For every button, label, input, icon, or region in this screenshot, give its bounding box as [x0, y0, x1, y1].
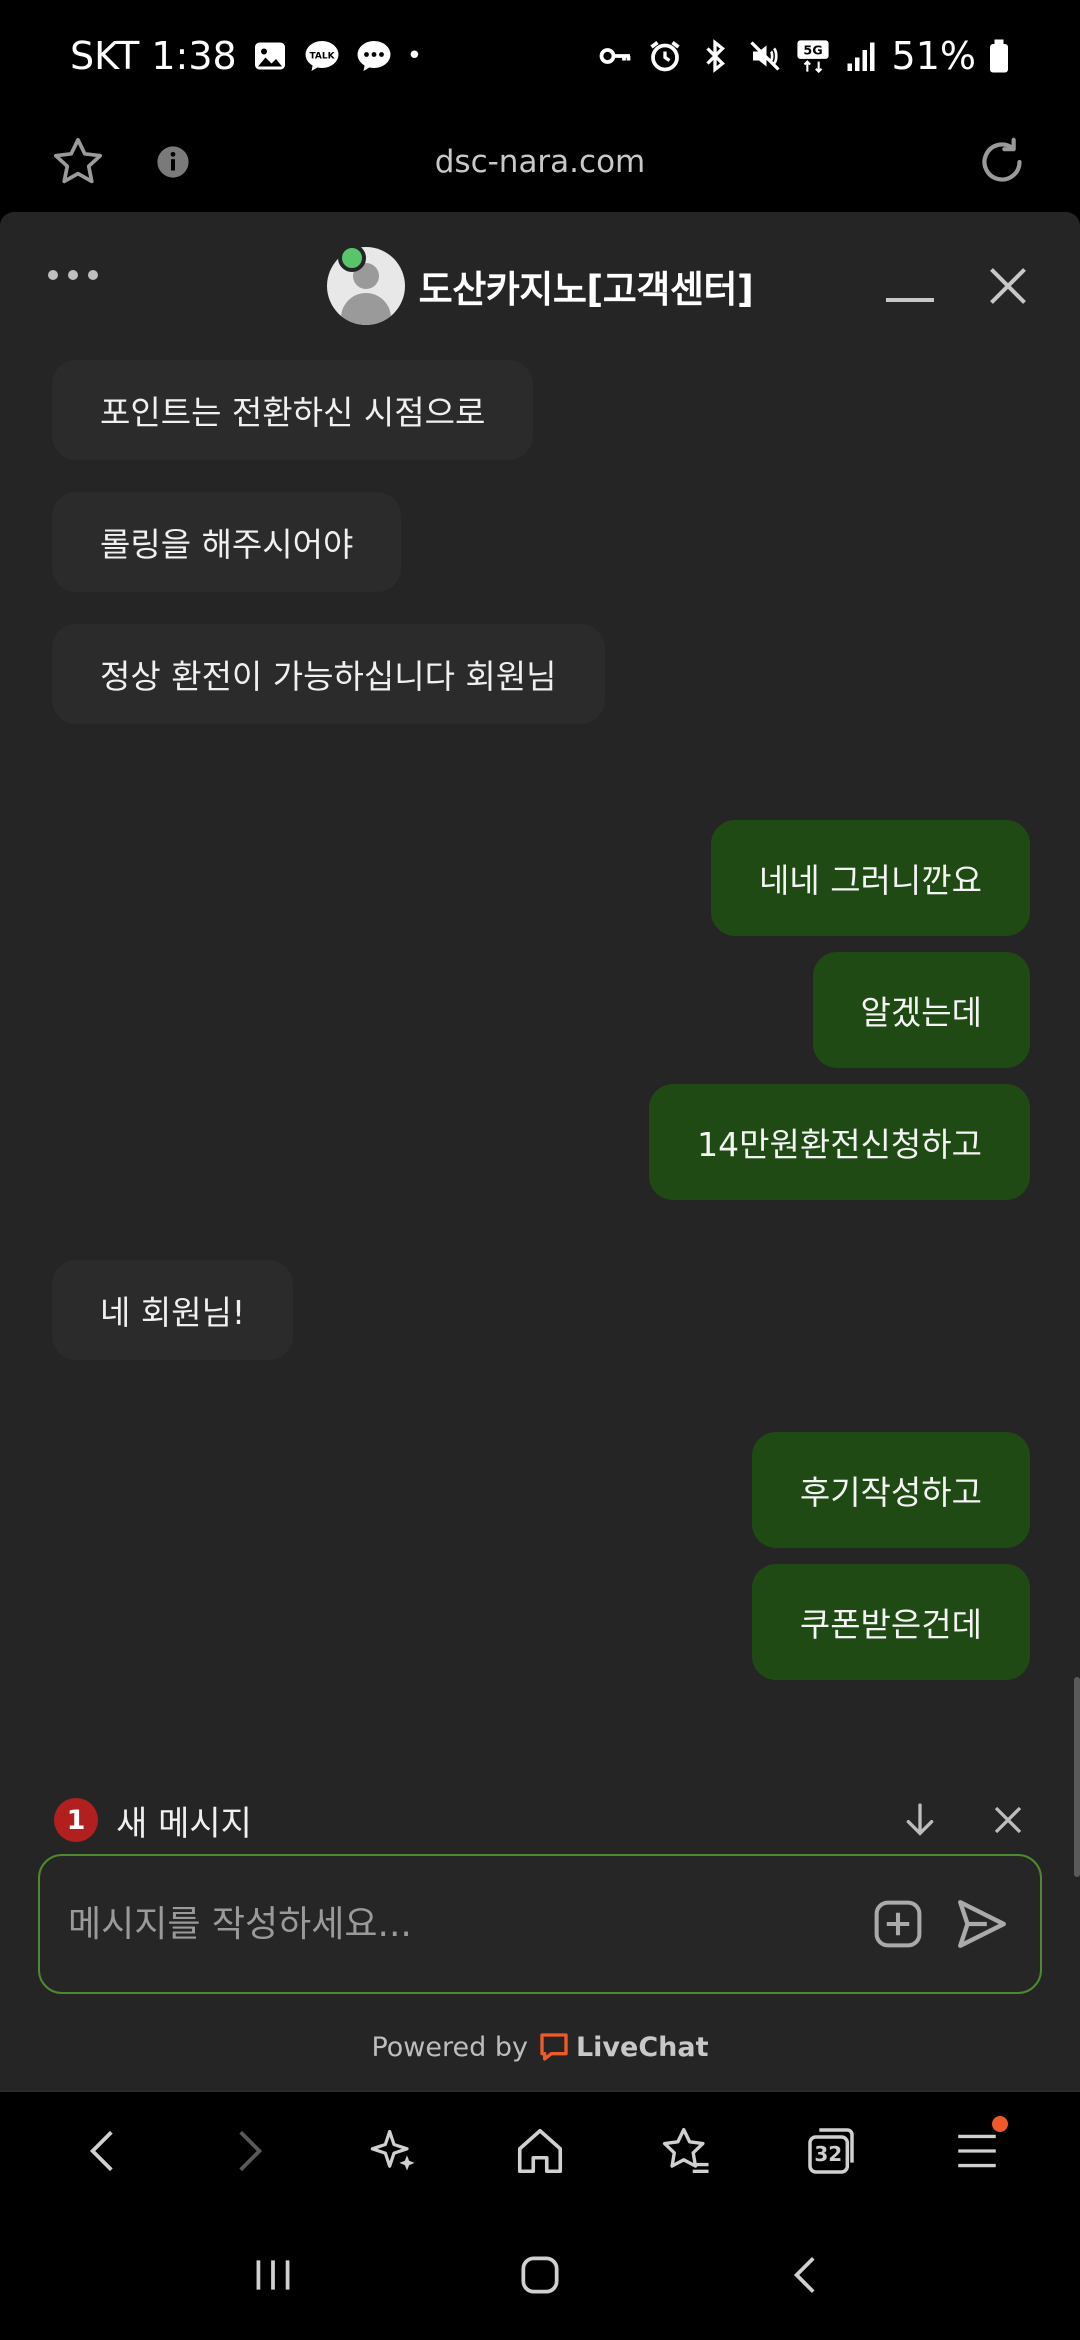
livechat-brand-label: LiveChat — [575, 2031, 709, 2063]
close-icon[interactable] — [986, 264, 1030, 308]
status-dot: • — [406, 41, 423, 71]
agent-name: 도산카지노[고객센터] — [418, 268, 754, 311]
back-button[interactable] — [68, 2116, 138, 2186]
online-status-dot — [338, 244, 366, 272]
battery-icon — [988, 37, 1010, 75]
powered-by-label: Powered by — [371, 2031, 528, 2063]
notification-dot — [992, 2116, 1009, 2132]
arrow-down-icon[interactable] — [900, 1800, 940, 1840]
image-icon — [251, 37, 289, 75]
message-composer — [38, 1854, 1042, 1994]
powered-by[interactable]: Powered by LiveChat — [0, 2022, 1080, 2072]
status-time: SKT 1:38 — [70, 34, 237, 78]
bluetooth-icon — [696, 37, 734, 75]
agent-info: 도산카지노[고객센터] — [326, 247, 754, 325]
message-icon — [355, 37, 393, 75]
svg-text:5G: 5G — [803, 44, 822, 59]
mute-icon — [746, 37, 784, 75]
more-options-icon[interactable] — [48, 270, 98, 280]
hamburger-menu-icon — [958, 2134, 996, 2168]
forward-button[interactable] — [214, 2116, 284, 2186]
tabs-icon — [808, 2128, 855, 2174]
back-nav-icon[interactable] — [782, 2250, 832, 2300]
send-button[interactable] — [952, 1894, 1012, 1954]
message-incoming: 포인트는 전환하신 시점으로 — [52, 360, 534, 460]
sparkle-icon — [370, 2129, 415, 2171]
battery-percent: 51% — [891, 34, 976, 78]
signal-icon — [842, 37, 880, 75]
bookmark-star-icon[interactable] — [50, 134, 106, 190]
kakaotalk-icon: TALK — [303, 37, 341, 75]
add-attachment-icon — [874, 1900, 922, 1948]
scrollbar[interactable] — [1074, 1677, 1080, 1877]
chevron-left-icon — [89, 2130, 113, 2172]
key-icon — [596, 37, 634, 75]
dismiss-icon[interactable] — [990, 1802, 1026, 1838]
svg-text:TALK: TALK — [309, 51, 335, 61]
url-text[interactable]: dsc-nara.com — [434, 144, 646, 180]
reload-icon[interactable] — [974, 134, 1030, 190]
home-nav-icon[interactable] — [515, 2250, 565, 2300]
alarm-icon — [646, 37, 684, 75]
attachment-button[interactable] — [868, 1894, 928, 1954]
message-outgoing: 쿠폰받은건데 — [751, 1564, 1030, 1680]
ai-assistant-button[interactable] — [359, 2116, 429, 2186]
send-icon — [958, 1900, 1006, 1948]
browser-url-bar: dsc-nara.com — [0, 112, 1080, 212]
bookmarks-button[interactable] — [651, 2116, 721, 2186]
livechat-brand: LiveChat — [538, 2031, 709, 2063]
message-input[interactable] — [68, 1903, 844, 1945]
recent-apps-icon[interactable] — [248, 2250, 298, 2300]
site-info-icon[interactable] — [156, 145, 190, 179]
home-button[interactable] — [505, 2116, 575, 2186]
tabs-button[interactable]: 32 — [796, 2116, 866, 2186]
system-navigation-bar — [0, 2210, 1080, 2340]
home-icon — [517, 2128, 563, 2174]
new-message-label: 새 메시지 — [116, 1803, 252, 1844]
new-message-count-badge: 1 — [54, 1798, 98, 1842]
message-list: 포인트는 전환하신 시점으로 롤링을 해주시어야 정상 환전이 가능하십니다 회… — [0, 360, 1080, 1970]
minimize-icon[interactable] — [886, 298, 934, 302]
chat-header: 도산카지노[고객센터] — [0, 212, 1080, 360]
tab-count: 32 — [814, 2142, 843, 2166]
message-outgoing: 후기작성하고 — [751, 1432, 1030, 1548]
livechat-logo-icon — [540, 2033, 568, 2061]
chat-widget: 도산카지노[고객센터] 포인트는 전환하신 시점으로 롤링을 해주시어야 정상 … — [0, 212, 1080, 2090]
message-outgoing: 14만원환전신청하고 — [649, 1084, 1030, 1200]
message-incoming: 정상 환전이 가능하십니다 회원님 — [52, 624, 605, 724]
browser-toolbar: 32 — [0, 2090, 1080, 2210]
bookmarks-star-icon — [662, 2127, 709, 2173]
network-5g-icon: 5G — [796, 37, 830, 75]
new-message-bar[interactable]: 1 새 메시지 — [0, 1782, 1080, 1858]
message-incoming: 롤링을 해주시어야 — [52, 492, 402, 592]
chevron-right-icon — [238, 2130, 262, 2172]
message-outgoing: 알겠는데 — [812, 952, 1030, 1068]
menu-button[interactable] — [942, 2116, 1012, 2186]
status-bar: SKT 1:38 TALK • — [0, 0, 1080, 112]
message-incoming: 네 회원님! — [52, 1260, 294, 1360]
message-outgoing: 네네 그러니깐요 — [710, 820, 1030, 936]
